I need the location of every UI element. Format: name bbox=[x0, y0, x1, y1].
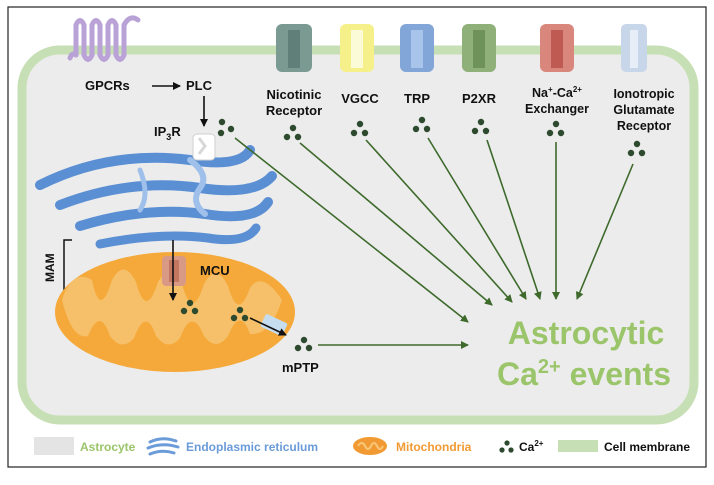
legend-er-swatch bbox=[146, 437, 180, 456]
ca-cluster-vgcc bbox=[350, 120, 369, 137]
arrow-glutamate bbox=[575, 163, 634, 300]
exchanger-icon bbox=[540, 24, 574, 72]
legend-er-label: Endoplasmic reticulum bbox=[186, 440, 318, 454]
ca-cluster-trp bbox=[412, 116, 431, 133]
mcu-icon bbox=[162, 256, 186, 286]
trp-label: TRP bbox=[404, 91, 430, 106]
vgcc-label: VGCC bbox=[341, 91, 379, 106]
ip3r-label: IP3R bbox=[154, 124, 181, 142]
ca-cluster-mcu bbox=[180, 299, 199, 315]
p2xr-label: P2XR bbox=[462, 91, 497, 106]
calcium-flux-arrows bbox=[234, 137, 634, 349]
mptp-arrow bbox=[249, 317, 287, 336]
ca-cluster-p2xr bbox=[471, 118, 490, 135]
nicotinic-receptor-icon bbox=[276, 24, 312, 72]
legend-astrocyte-label: Astrocyte bbox=[80, 440, 136, 454]
ca-cluster-glutamate bbox=[627, 140, 646, 157]
ca-cluster-mptp bbox=[294, 336, 313, 352]
ca-cluster-ip3r bbox=[217, 118, 235, 137]
mptp-label: mPTP bbox=[282, 360, 319, 375]
nicotinic-label-2: Receptor bbox=[266, 103, 322, 118]
mitochondria-icon bbox=[55, 252, 295, 372]
glutamate-label-2: Glutamate bbox=[613, 103, 674, 117]
ip3r-icon bbox=[192, 133, 216, 161]
arrow-vgcc bbox=[365, 139, 513, 303]
legend-mito-label: Mitochondria bbox=[396, 440, 472, 454]
legend-astrocyte-swatch bbox=[34, 437, 74, 455]
legend-membrane-swatch bbox=[558, 440, 598, 452]
gpcrs-label: GPCRs bbox=[85, 78, 130, 93]
ca-cluster-nicotinic bbox=[283, 124, 302, 141]
exchanger-label-1: Na+-Ca2+ bbox=[532, 85, 582, 100]
calcium-icon bbox=[180, 116, 646, 352]
arrow-p2xr bbox=[486, 139, 542, 300]
arrow-ip3r bbox=[234, 137, 469, 323]
arrow-nicotinic bbox=[299, 142, 493, 306]
glutamate-receptor-icon bbox=[621, 24, 647, 72]
legend-membrane-label: Cell membrane bbox=[604, 440, 690, 454]
legend-ca-swatch bbox=[499, 440, 514, 453]
mcu-label: MCU bbox=[200, 263, 230, 278]
legend: Astrocyte Endoplasmic reticulum Mitochon… bbox=[34, 437, 690, 456]
legend-ca-label: Ca2+ bbox=[519, 439, 544, 454]
p2xr-icon bbox=[462, 24, 496, 72]
nicotinic-label-1: Nicotinic bbox=[267, 87, 322, 102]
vgcc-icon bbox=[340, 24, 374, 72]
glutamate-label-3: Receptor bbox=[617, 119, 671, 133]
result-title-line1: Astrocytic bbox=[508, 315, 665, 351]
mam-label: MAM bbox=[43, 253, 57, 282]
glutamate-label-1: Ionotropic bbox=[613, 87, 674, 101]
gpcr-icon bbox=[67, 15, 141, 62]
plc-label: PLC bbox=[186, 78, 213, 93]
legend-mito-swatch bbox=[353, 437, 387, 455]
exchanger-label-2: Exchanger bbox=[525, 102, 589, 116]
result-title-line2: Ca2+ events bbox=[497, 356, 671, 392]
trp-icon bbox=[400, 24, 434, 72]
ca-cluster-exchanger bbox=[546, 120, 565, 137]
er-icon bbox=[35, 145, 277, 249]
arrow-trp bbox=[427, 137, 527, 300]
ca-cluster-mito bbox=[230, 306, 249, 322]
